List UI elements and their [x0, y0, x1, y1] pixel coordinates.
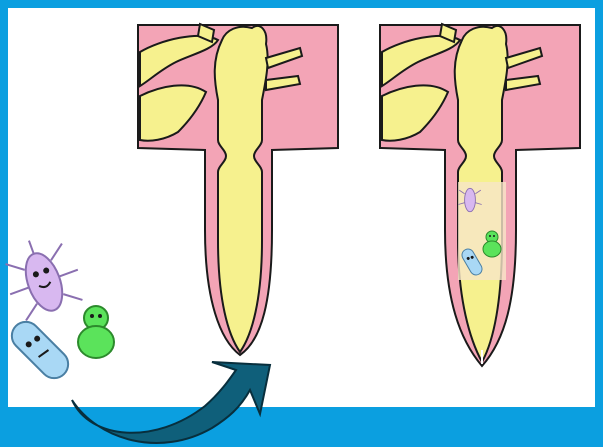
footer-band [0, 407, 603, 447]
infection-cluster [458, 182, 506, 280]
